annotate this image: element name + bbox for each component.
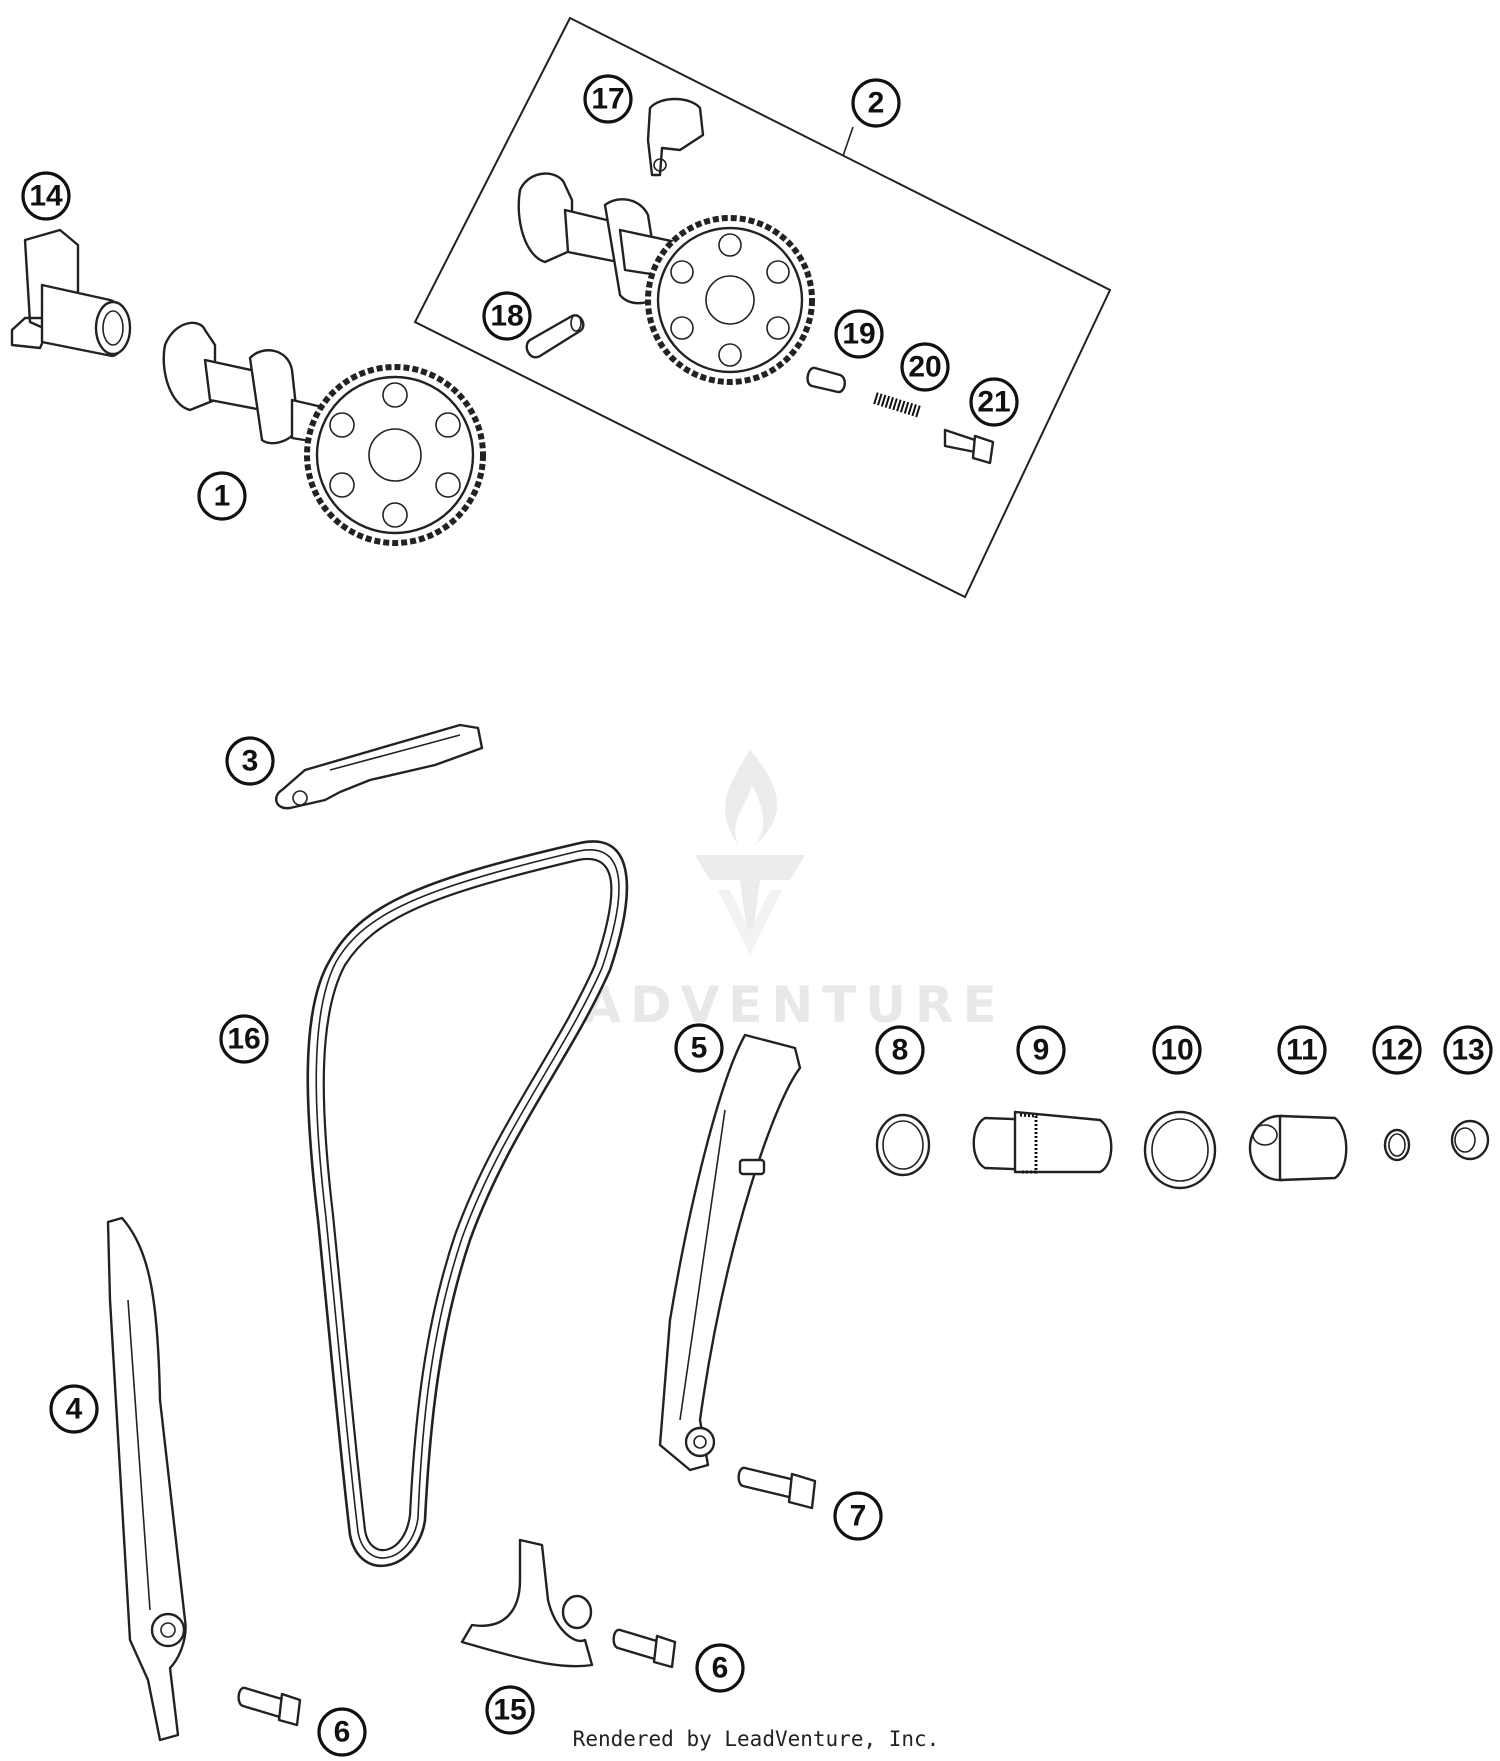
svg-text:19: 19 xyxy=(842,318,875,351)
callout-17: 17 xyxy=(583,74,633,124)
svg-text:10: 10 xyxy=(1160,1034,1193,1067)
callout-10: 10 xyxy=(1152,1025,1202,1075)
callout-2: 2 xyxy=(851,78,901,128)
callout-16: 16 xyxy=(219,1014,269,1064)
callout-6-left: 6 xyxy=(317,1707,367,1757)
callout-1: 1 xyxy=(197,471,247,521)
rendered-by-credit: Rendered by LeadVenture, Inc. xyxy=(573,1727,940,1751)
svg-text:6: 6 xyxy=(334,1716,351,1749)
svg-text:5: 5 xyxy=(691,1032,708,1065)
svg-text:6: 6 xyxy=(712,1652,729,1685)
part-6-bolt-middle xyxy=(612,1628,677,1669)
callout-8: 8 xyxy=(875,1025,925,1075)
svg-text:14: 14 xyxy=(29,180,63,213)
callout-21: 21 xyxy=(969,377,1019,427)
svg-text:4: 4 xyxy=(66,1393,83,1426)
callout-9: 9 xyxy=(1016,1025,1066,1075)
part-14-cam-bearing xyxy=(10,228,132,358)
svg-text:11: 11 xyxy=(1286,1034,1318,1067)
part-17-decompressor xyxy=(646,97,705,177)
callout-7: 7 xyxy=(833,1491,883,1541)
part-9-tensioner-piston xyxy=(972,1110,1113,1174)
svg-text:16: 16 xyxy=(227,1023,260,1056)
callout-12: 12 xyxy=(1372,1025,1422,1075)
callout-19: 19 xyxy=(834,309,884,359)
part-21-bolt xyxy=(943,428,995,465)
part-3-guide-rail xyxy=(274,723,484,810)
part-2-camshaft-assembly xyxy=(517,172,815,385)
part-20-spring xyxy=(873,392,922,418)
callout-15: 15 xyxy=(485,1685,535,1735)
svg-text:18: 18 xyxy=(490,300,523,333)
svg-text:17: 17 xyxy=(591,83,624,116)
svg-text:12: 12 xyxy=(1380,1034,1413,1067)
callout-5: 5 xyxy=(674,1023,724,1073)
svg-text:20: 20 xyxy=(908,351,941,384)
part-10-ring xyxy=(1143,1110,1217,1190)
callout-20: 20 xyxy=(900,342,950,392)
part-16-timing-chain xyxy=(306,840,629,1567)
kit-outline-box xyxy=(413,16,1112,599)
part-8-ring xyxy=(875,1113,931,1177)
part-11-tensioner-plug xyxy=(1248,1114,1348,1182)
callout-3: 3 xyxy=(225,736,275,786)
svg-text:21: 21 xyxy=(977,386,1010,419)
svg-text:9: 9 xyxy=(1033,1034,1050,1067)
part-15-lower-guide xyxy=(460,1538,594,1668)
part-7-bolt xyxy=(737,1466,817,1510)
part-6-bolt-left xyxy=(237,1686,302,1727)
svg-text:1: 1 xyxy=(214,480,231,513)
leadventure-watermark-logo xyxy=(695,750,805,955)
svg-text:15: 15 xyxy=(493,1694,526,1727)
part-19-pin xyxy=(806,366,846,394)
callout-11: 11 xyxy=(1277,1025,1327,1075)
svg-text:8: 8 xyxy=(892,1034,909,1067)
part-18-pin xyxy=(525,314,585,359)
part-4-chain-guide xyxy=(106,1216,187,1742)
callout-13: 13 xyxy=(1443,1025,1493,1075)
part-5-tensioner-rail xyxy=(658,1033,802,1472)
svg-text:7: 7 xyxy=(850,1500,867,1533)
part-13-plug xyxy=(1450,1119,1490,1161)
svg-text:3: 3 xyxy=(242,745,259,778)
svg-text:2: 2 xyxy=(868,87,885,120)
callout-6-middle: 6 xyxy=(695,1643,745,1693)
part-1-camshaft xyxy=(162,321,486,546)
callout-4: 4 xyxy=(49,1384,99,1434)
svg-text:13: 13 xyxy=(1451,1034,1484,1067)
callout-18: 18 xyxy=(482,291,532,341)
callout-14: 14 xyxy=(21,171,71,221)
part-12-ring xyxy=(1383,1128,1411,1162)
